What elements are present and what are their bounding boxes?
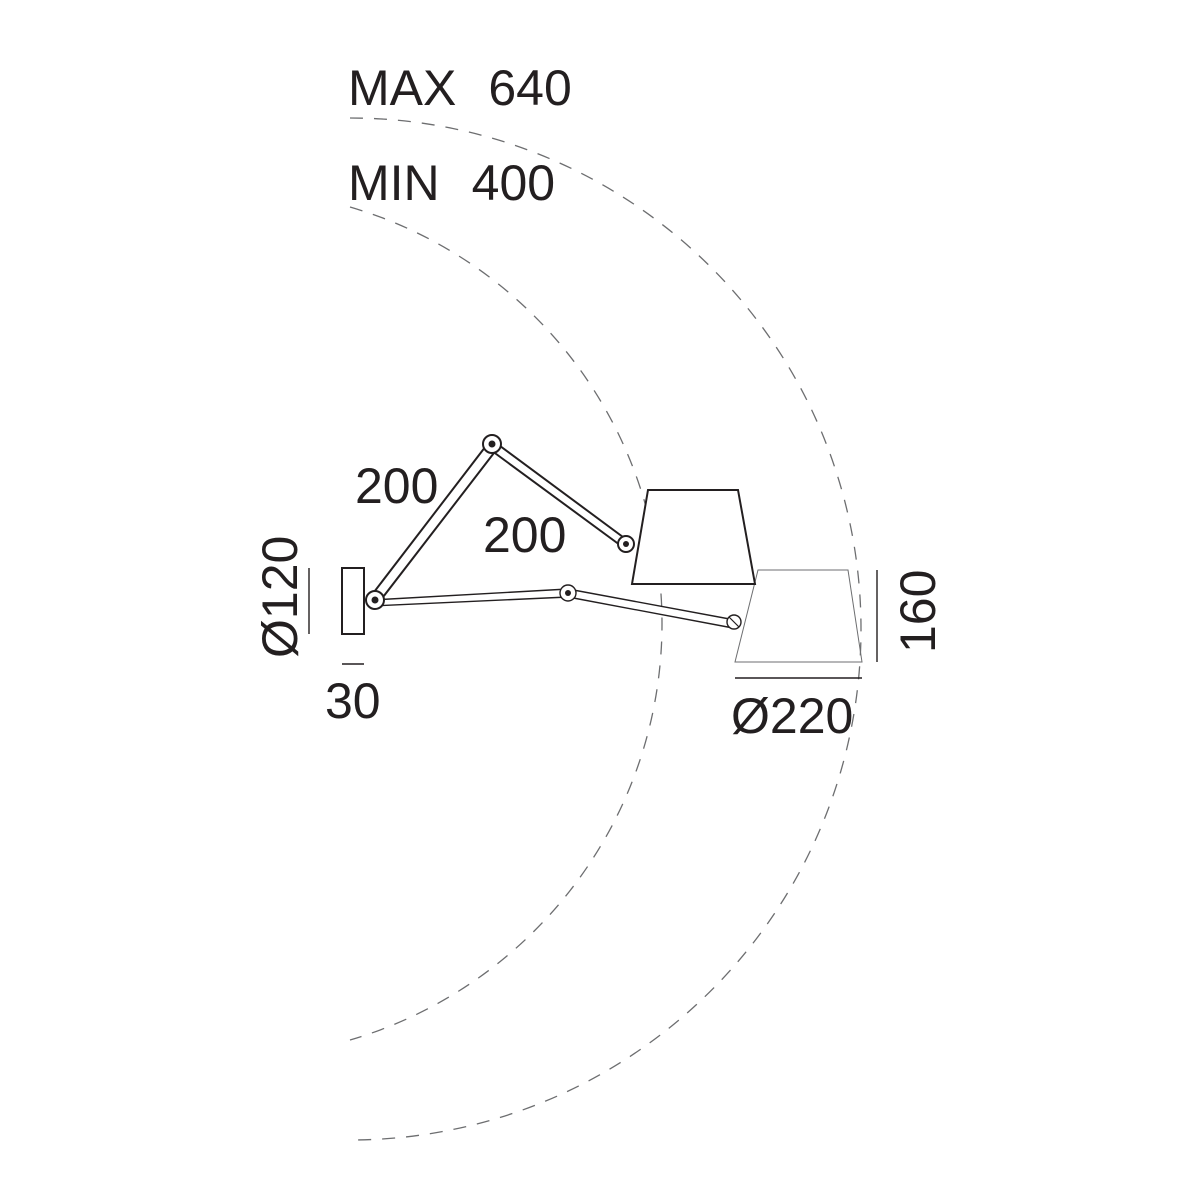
upper-arm-length-label: 200 — [355, 458, 438, 514]
base-depth-label: 30 — [325, 673, 381, 729]
max-reach-arc — [349, 117, 862, 1141]
extended-arm-ghost — [371, 584, 742, 630]
extended-shade-ghost — [734, 569, 863, 663]
min-reach-arc — [349, 206, 663, 1041]
lower-arm-length-label: 200 — [483, 507, 566, 563]
shade-height-label: 160 — [890, 570, 946, 653]
lower-arm — [487, 439, 628, 549]
shade-diameter-label: Ø220 — [731, 688, 853, 744]
base-diameter-label: Ø120 — [252, 536, 308, 658]
base-joint — [365, 590, 385, 610]
elbow-joint — [482, 434, 502, 454]
upper-arm — [370, 441, 498, 602]
lampshade — [630, 489, 757, 585]
shade-joint — [617, 535, 635, 553]
wall-base-plate — [341, 567, 365, 635]
